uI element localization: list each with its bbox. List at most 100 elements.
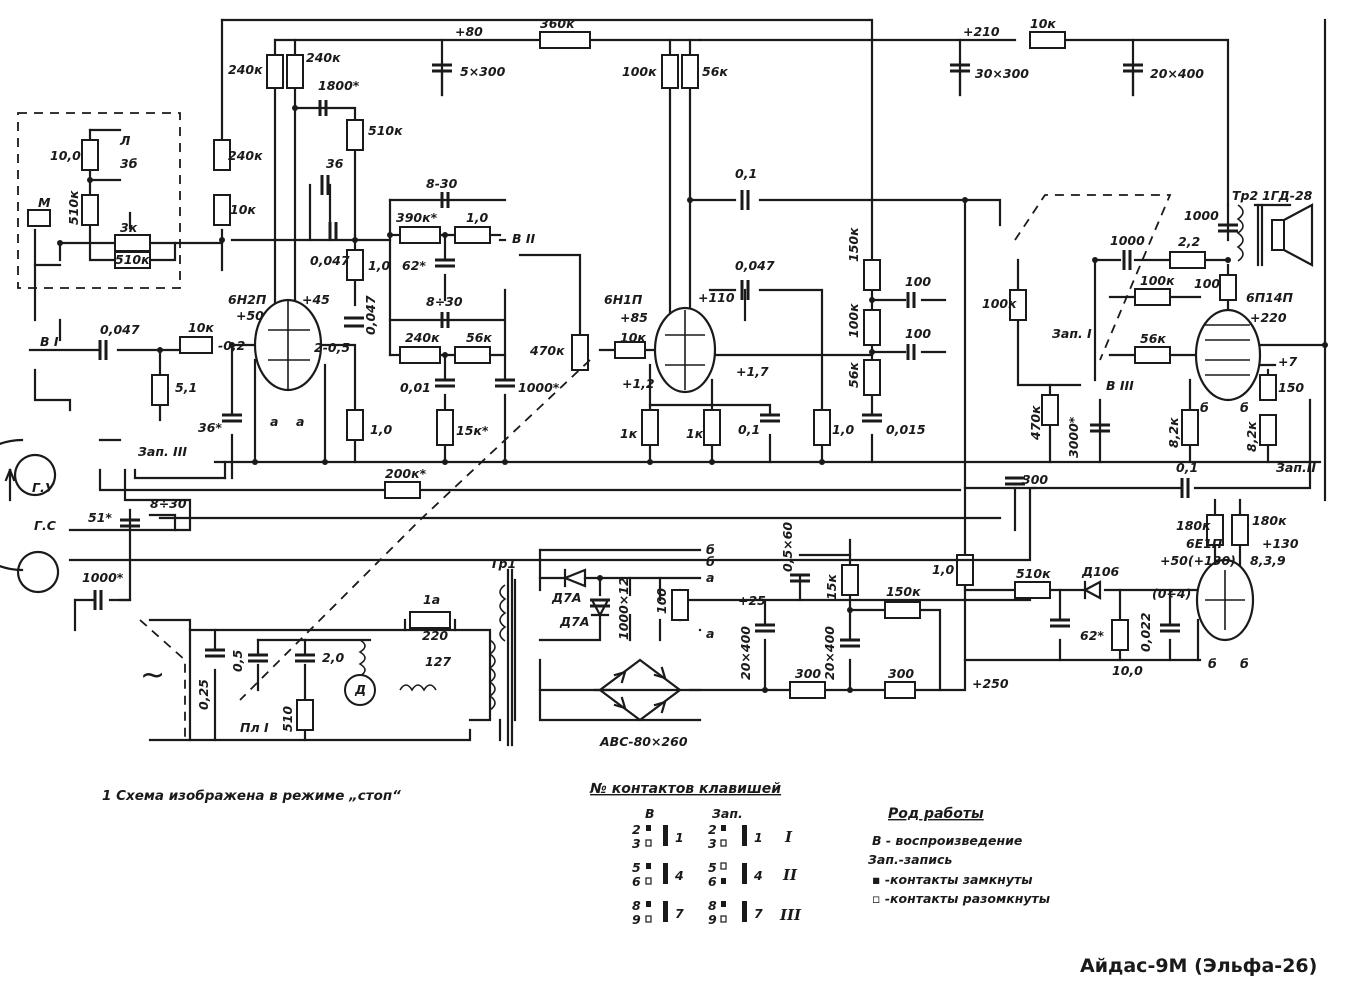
cap-20 [295,653,315,663]
jack-3b-label: 3б [120,156,137,171]
c30x300-label: 30×300 [975,66,1029,81]
resistor-3k [114,234,151,252]
c0047b-label: 0,047 [363,295,378,335]
c0047c-label: 0,047 [735,258,775,273]
switch-v2-label: В II [512,231,536,246]
r510e-label: 510 [280,706,295,732]
stage2-labels: 360к 5×300 100к 56к 0,1 0,047 6Н1П +85 +… [460,16,931,441]
key-bar [742,901,747,922]
r100c-label: 100к [982,296,1017,311]
r1b-label: 1,0 [466,210,488,225]
c100c-label: 100 [654,588,669,614]
r1c-label: 1,0 [832,422,854,437]
resistor-180k-a [1206,514,1224,546]
diode-d106 [1082,580,1102,600]
motor-d [344,674,376,706]
r100a-label: 100к [622,64,657,79]
cap-1000d [1122,250,1132,270]
model-title: Айдас-9М (Эльфа-26) [1080,955,1317,977]
cap-025 [205,648,225,658]
speaker-label: 1ГД-28 [1262,188,1313,203]
r470b-label: 470к [1028,405,1043,441]
key-bar [663,825,668,846]
d106-label: Д106 [1081,564,1120,579]
heater-a2: а [296,414,304,429]
resistor-100k-c [1009,289,1027,321]
cap-20x400c [840,638,860,648]
c01a-label: 0,1 [735,166,757,181]
v85-label: +85 [620,310,648,325]
c20-label: 2,0 [322,650,344,665]
r390-label: 390к* [396,210,438,225]
c1800-label: 1800* [318,78,360,93]
r100b-label: 100к [846,303,861,338]
legend-r3-roman: III [779,906,802,924]
cap-0047b [344,316,364,328]
c3000-label: 3000* [1066,416,1081,458]
c1000a-label: 1000* [518,380,560,395]
key-bar [742,863,747,884]
jack-l-label: Л [119,133,131,148]
mode-item-3: ▪ -контакты замкнуты [872,872,1033,887]
c8-30a-label: 8-30 [426,176,458,191]
motor-winding [399,684,437,692]
resistor-150k-a [863,259,881,291]
v50130-label: +50(+130) [1160,553,1236,568]
resistor-10k-a [213,194,231,226]
pins839-label: 8,3,9 [1250,553,1286,568]
tube-6p14p [1194,308,1262,402]
out-a1: а [706,570,714,585]
notes: 1 Схема изображена в режиме „стоп“ [102,788,401,804]
r3k-label: 3к [120,220,138,235]
motor-coil [358,639,366,677]
switch-zap2-label: Зап.II [1276,460,1316,475]
legend-r3-key-zap: 7 [754,906,763,921]
switch-v3-label: В III [1106,378,1134,393]
contact-closed [646,825,651,831]
resistor-56k-a [681,54,699,89]
cap-1000c [1218,223,1238,233]
speaker-coil [1271,219,1285,251]
resistor-56k-d [1134,346,1171,364]
r510a-label: 510к [368,123,403,138]
resistor-300-b [884,681,916,699]
rectifier-bridge [598,658,682,722]
input-section [0,112,1032,632]
potentiometer-1meg [956,554,974,586]
resistor-240k-d [399,346,441,364]
legend-r2-upper: 5 [632,860,641,875]
c20x400c-label: 20×400 [822,626,837,680]
c62a-label: 62* [402,258,426,273]
transformer-tr1-primary [488,639,496,711]
potentiometer-470k-b [1041,394,1059,426]
head-gs-label: Г.С [34,518,57,533]
head-gs [17,550,60,594]
input-labels: М 10,0 Л 3б 510к 3к 510к В I 0,047 5,1 З… [32,133,427,585]
legend-title: № контактов клавишей [589,781,781,797]
resistor-8-2k-a [1181,409,1199,446]
v02-label: -0,2 [218,338,245,353]
r150b-label: 150 [1278,380,1304,395]
c20x400a-label: 20×400 [1150,66,1204,81]
r82a-label: 8,2к [1166,417,1181,448]
r240b-label: 240к [306,50,341,65]
resistor-390k [399,226,441,244]
resistor-2-2 [1169,251,1206,269]
resistor-1meg-a [346,249,364,281]
r56a-label: 56к [702,64,728,79]
c100a-label: 100 [905,274,931,289]
legend-r1-upper: 2 [632,822,641,837]
r240a-label: 240к [228,62,263,77]
mode-legend: Род работы В - воспроизведение Зап.-запи… [868,806,1050,906]
c05-label: 0,5 [230,650,245,672]
resistor-510k-c [81,194,99,226]
cap-100b [906,344,916,360]
legend-r3-upper-zap: 8 [708,898,717,913]
r240d-label: 240к [405,330,440,345]
switch-linkage [139,194,1172,740]
resistor-1meg-c [454,226,491,244]
legend-r2-key-zap: 4 [753,868,763,883]
r51-label: 5,1 [175,380,197,395]
r15a-label: 15к* [456,423,489,438]
equalizer-labels: 8-30 390к* 1,0 62* 8÷30 240к 56к 0,01 15… [396,176,565,438]
